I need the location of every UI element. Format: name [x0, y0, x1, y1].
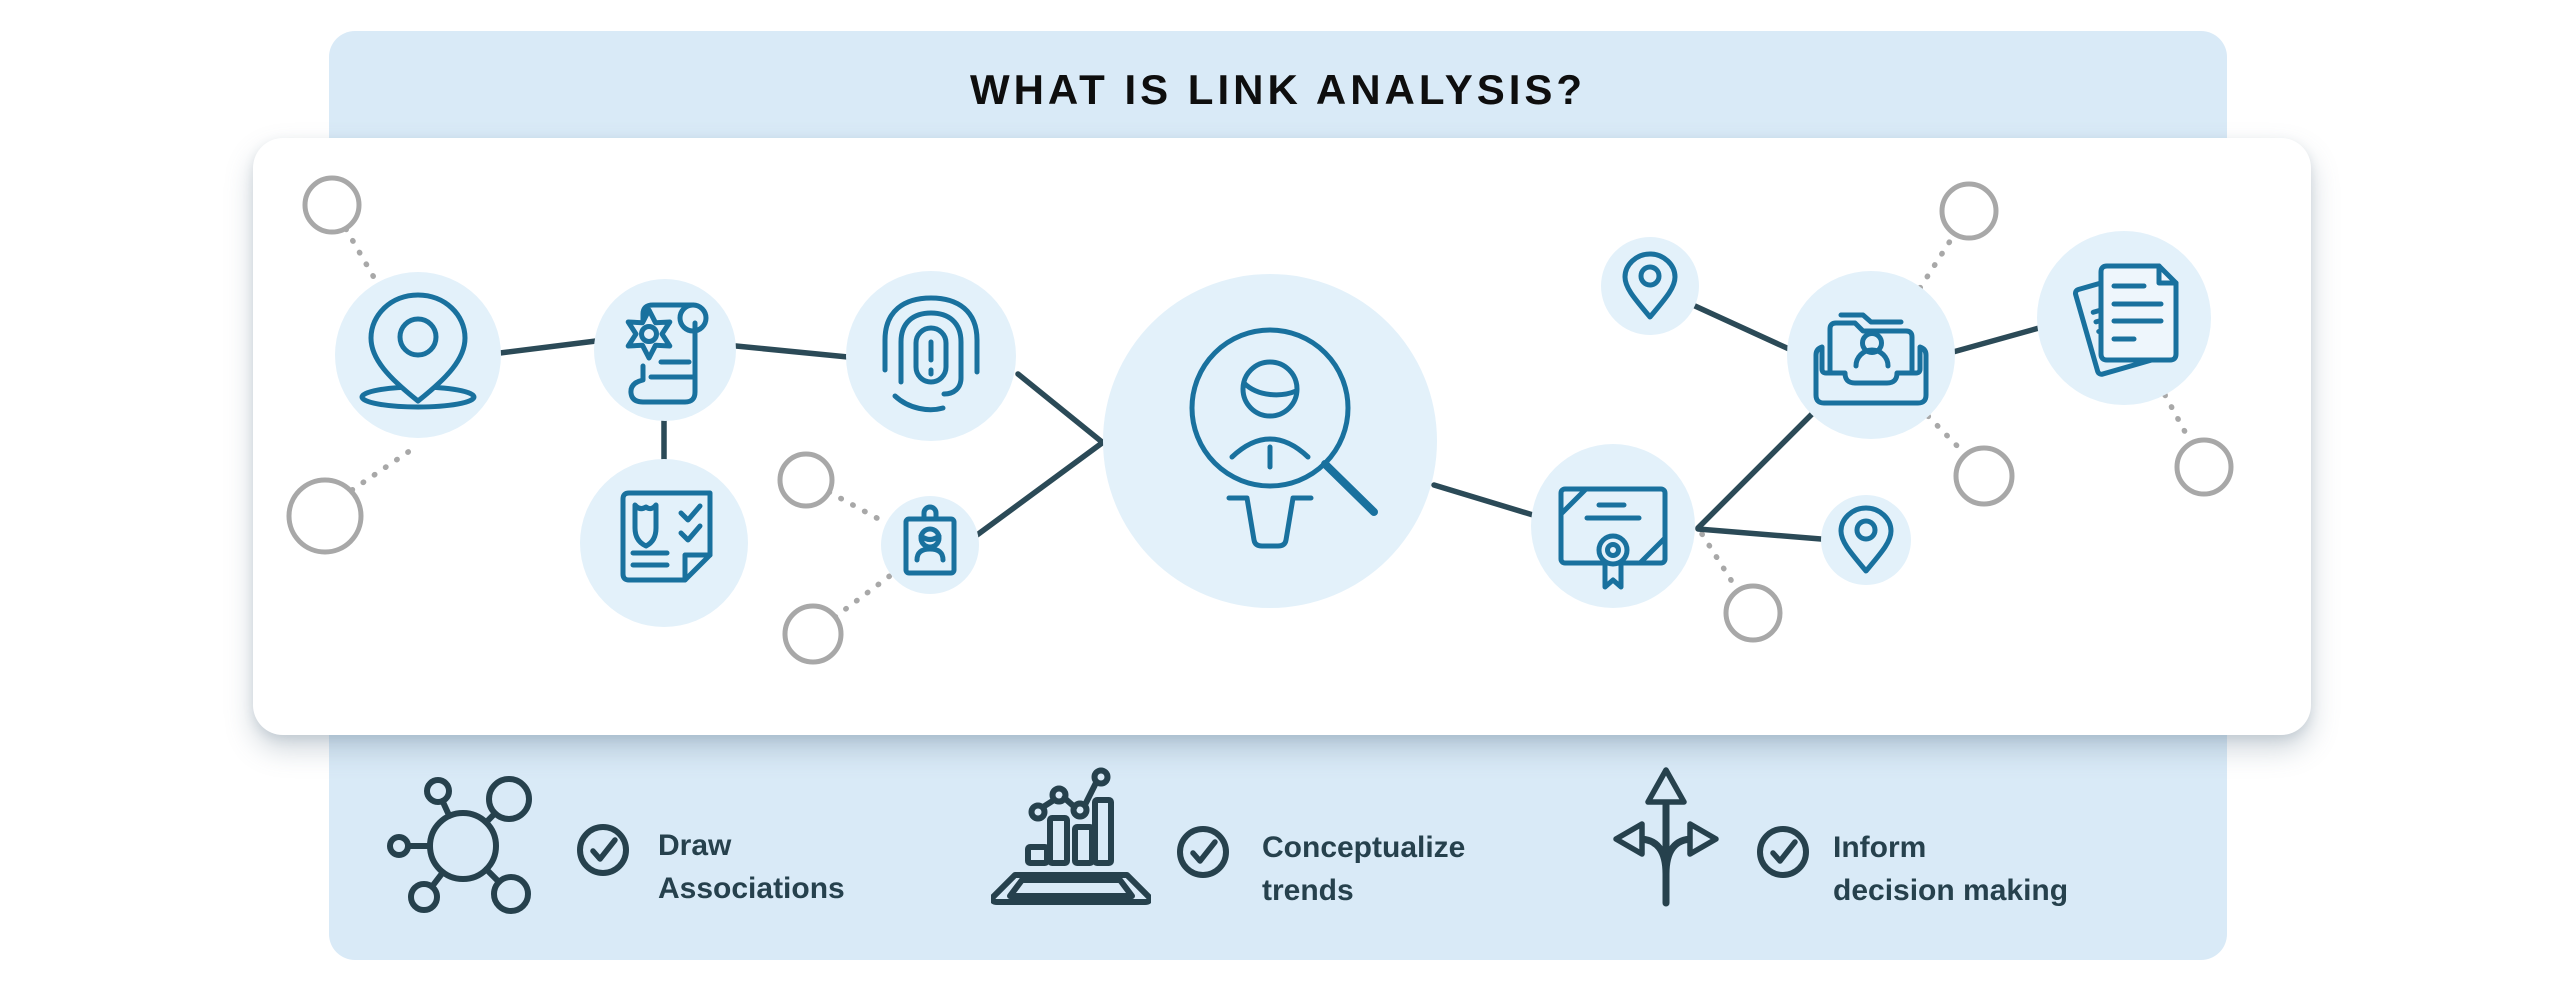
- empty-node-circle: [1939, 181, 1999, 241]
- map-pin-small-icon: [1622, 251, 1678, 320]
- map-pin-icon: [359, 292, 477, 410]
- node-map-pin-small-bottom: [1821, 495, 1911, 585]
- dotted-link-line: [349, 443, 420, 493]
- empty-node-circle: [777, 451, 835, 509]
- link-line: [1692, 303, 1792, 352]
- three-way-arrows-icon: [1613, 767, 1719, 907]
- dotted-link-line: [826, 489, 889, 526]
- id-badge-icon: [903, 504, 957, 576]
- dotted-link-line: [2162, 392, 2193, 444]
- fingerprint-icon: [882, 295, 980, 413]
- warrant-scroll-icon: [625, 302, 709, 405]
- link-line: [1695, 411, 1815, 531]
- trend-chart-icon: [991, 767, 1151, 905]
- empty-node-circle: [302, 175, 362, 235]
- person-folder-icon: [1813, 312, 1929, 406]
- dotted-link-line: [832, 572, 894, 620]
- network-molecule-icon: [387, 776, 532, 914]
- feature-caption: Inform decision making: [1833, 831, 2069, 907]
- solid-links: [497, 303, 2042, 542]
- node-documents: [2037, 231, 2211, 405]
- empty-node-circle: [2174, 437, 2234, 497]
- node-fingerprint: [846, 271, 1016, 441]
- map-pin-small-icon: [1838, 505, 1894, 574]
- empty-nodes: [286, 175, 2234, 665]
- page-title: WHAT IS LINK ANALYSIS?: [969, 66, 1587, 113]
- check-circle-icon: [577, 824, 629, 876]
- person-search-icon: [1189, 327, 1378, 549]
- empty-node-circle: [286, 477, 364, 555]
- dotted-link-line: [343, 226, 379, 284]
- node-person-search: [1103, 274, 1437, 608]
- dotted-link-line: [1925, 413, 1967, 456]
- node-warrant-scroll: [594, 279, 736, 421]
- link-line: [1950, 325, 2042, 355]
- empty-node-circle: [1723, 583, 1783, 643]
- node-certificate: [1531, 444, 1695, 608]
- node-map-pin: [335, 272, 501, 438]
- link-line: [733, 343, 851, 360]
- dotted-link-line: [1917, 235, 1955, 291]
- node-person-folder: [1787, 271, 1955, 439]
- link-line: [1695, 526, 1824, 542]
- shield-document-icon: [620, 490, 713, 583]
- documents-icon: [2072, 263, 2179, 377]
- link-line: [497, 338, 599, 356]
- link-line: [974, 440, 1105, 538]
- node-id-badge: [881, 496, 979, 594]
- empty-node-circle: [1953, 445, 2015, 507]
- dotted-links: [343, 226, 2193, 620]
- feature-caption: Draw Associations: [658, 829, 845, 905]
- node-map-pin-small-top: [1601, 237, 1699, 335]
- certificate-icon: [1558, 486, 1668, 590]
- link-line: [1431, 482, 1536, 518]
- check-circle-icon: [1757, 826, 1809, 878]
- link-line: [1015, 371, 1105, 445]
- check-circle-icon: [1177, 826, 1229, 878]
- node-shield-document: [580, 459, 748, 627]
- feature-caption: Conceptualize trends: [1262, 831, 1466, 907]
- empty-node-circle: [782, 603, 844, 665]
- dotted-link-line: [1699, 531, 1739, 591]
